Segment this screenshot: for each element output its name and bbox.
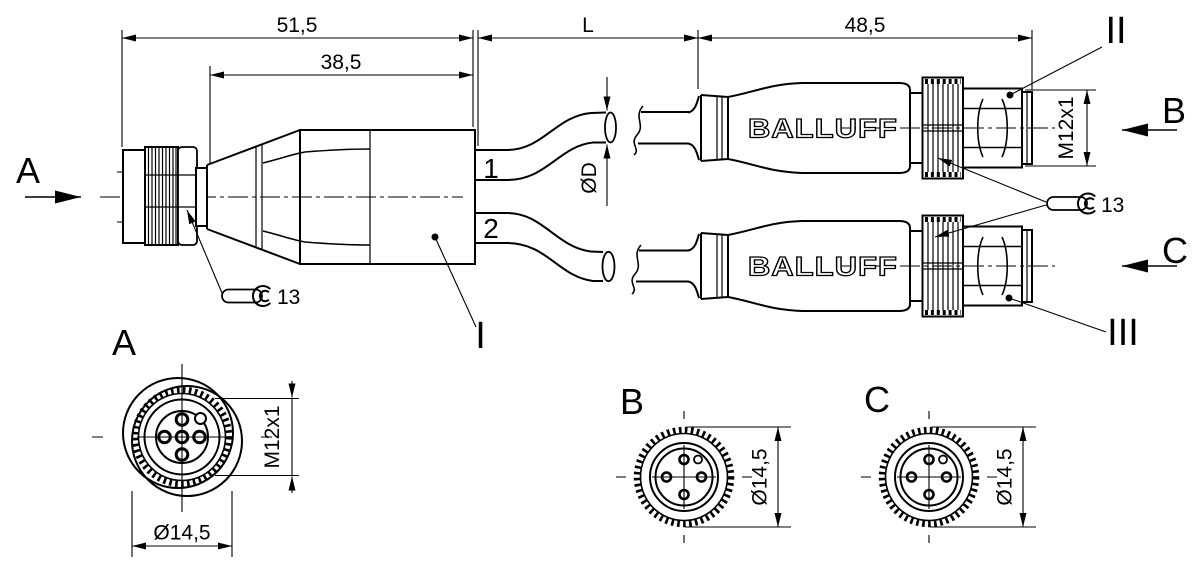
connector-a-nut-band bbox=[177, 146, 198, 246]
dim-text-thread-main: M12x1 bbox=[1055, 96, 1078, 159]
view-a-thread-dimension: M12x1 bbox=[215, 381, 299, 493]
cable-2: 2 bbox=[475, 212, 689, 295]
view-b-diameter: Ø14,5 bbox=[749, 448, 772, 505]
callout-iii: III bbox=[1005, 294, 1139, 354]
wire-2-label: 2 bbox=[483, 213, 499, 244]
connector-a-face bbox=[122, 149, 146, 244]
connector-a-cone bbox=[206, 129, 301, 265]
cable-break-symbol bbox=[633, 105, 644, 156]
connector-a-neck bbox=[195, 167, 208, 227]
view-b-title: B bbox=[620, 381, 644, 422]
view-c-title: C bbox=[864, 379, 890, 420]
callout-i-label: I bbox=[475, 315, 486, 357]
wrench-size-left: 13 bbox=[277, 286, 300, 309]
view-a-diameter-dimension: Ø14,5 bbox=[131, 491, 233, 557]
callout-ii: II bbox=[1006, 10, 1127, 99]
view-c-diameter: Ø14,5 bbox=[994, 448, 1017, 505]
dim-text-body-length: 38,5 bbox=[321, 51, 362, 74]
cable-break-symbol bbox=[631, 244, 642, 295]
view-arrow-b-label: B bbox=[1162, 90, 1186, 131]
view-arrow-a: A bbox=[16, 150, 81, 204]
dim-text-cable-diameter: ØD bbox=[578, 162, 601, 194]
view-b-face: B Ø14,5 bbox=[616, 381, 791, 543]
dim-text-overall-length: 51,5 bbox=[277, 14, 318, 37]
wrench-callout-left: 13 bbox=[186, 209, 300, 309]
callout-ii-label: II bbox=[1105, 10, 1126, 52]
view-a-thread: M12x1 bbox=[261, 405, 284, 468]
view-arrow-b: B bbox=[1122, 90, 1186, 137]
wire-1-label: 1 bbox=[483, 153, 499, 184]
view-a-diameter: Ø14,5 bbox=[153, 522, 210, 545]
thread-dimension-main: M12x1 bbox=[1025, 89, 1096, 167]
cable-diameter-dimension: ØD bbox=[578, 77, 611, 206]
dim-text-cable-length: L bbox=[582, 14, 594, 37]
wrench-size-right: 13 bbox=[1101, 194, 1124, 217]
knurl-ribs bbox=[147, 147, 177, 245]
view-a-title: A bbox=[112, 322, 136, 363]
connector-a-side-view bbox=[100, 129, 476, 265]
connector-ii-side-view: BALLUFF bbox=[688, 78, 1055, 179]
callout-i: I bbox=[431, 233, 486, 357]
dim-text-connector-length: 48,5 bbox=[845, 14, 886, 37]
cable-1: 1 bbox=[475, 105, 689, 184]
connector-iii-side-view: BALLUFF bbox=[688, 216, 1055, 317]
balluff-logo-top: BALLUFF bbox=[748, 114, 898, 144]
extension-lines bbox=[121, 30, 1033, 164]
view-a-face: A M12x1 Ø14,5 bbox=[92, 322, 299, 557]
wrench-callout-right: 13 bbox=[934, 157, 1124, 238]
callout-iii-label: III bbox=[1107, 312, 1139, 354]
view-arrow-c: C bbox=[1122, 230, 1188, 273]
wrench-icon bbox=[1046, 192, 1097, 215]
view-c-face: C Ø14,5 bbox=[861, 379, 1036, 543]
dimension-chain: 51,5 38,5 L 48,5 bbox=[121, 14, 1033, 164]
y-body bbox=[299, 129, 476, 265]
view-arrow-a-label: A bbox=[16, 150, 40, 191]
wrench-icon bbox=[221, 285, 272, 307]
view-arrow-c-label: C bbox=[1162, 230, 1188, 271]
balluff-logo-bottom: BALLUFF bbox=[748, 252, 898, 282]
